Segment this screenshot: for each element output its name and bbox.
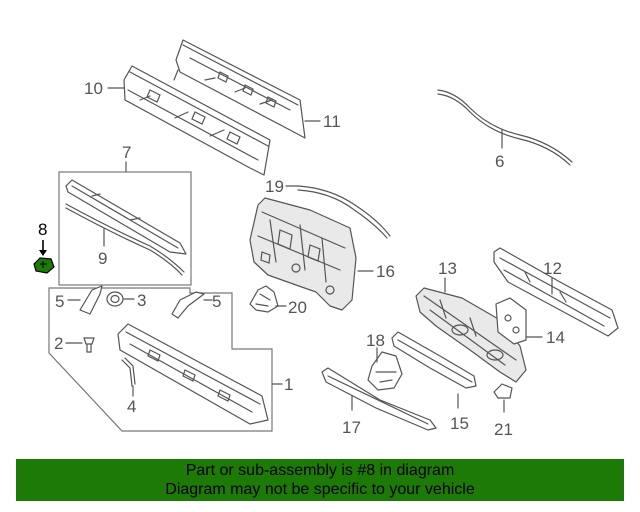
- part-20-bracket[interactable]: [249, 285, 279, 313]
- part-11-cowl-panel[interactable]: [173, 39, 306, 139]
- part-8-clip[interactable]: [33, 257, 55, 274]
- part-8-clip-detail: [40, 261, 47, 268]
- footer-line-2: Diagram may not be specific to your vehi…: [165, 481, 475, 498]
- group-7-frame: [58, 171, 192, 286]
- part-17-bar[interactable]: [321, 367, 437, 431]
- label-20: 20: [288, 298, 307, 317]
- part-9-panel[interactable]: [65, 179, 187, 276]
- part-5a-bracket[interactable]: [79, 285, 103, 315]
- label-18: 18: [366, 331, 385, 350]
- part-19-strip[interactable]: [297, 185, 391, 237]
- part-13-panel[interactable]: [415, 287, 527, 383]
- part-14-bracket[interactable]: [495, 297, 527, 345]
- part-3-grommet[interactable]: [106, 291, 124, 307]
- label-11: 11: [323, 112, 341, 131]
- arrow-8: [39, 250, 47, 256]
- label-5a: 5: [55, 292, 64, 311]
- label-6: 6: [495, 152, 504, 171]
- part-12-panel[interactable]: [493, 247, 619, 337]
- part-19-strip-edge: [297, 189, 388, 239]
- label-2: 2: [54, 334, 63, 353]
- part-4-seal[interactable]: [121, 359, 133, 387]
- label-21: 21: [494, 420, 513, 439]
- part-2-clip[interactable]: [83, 337, 95, 353]
- label-8: 8: [38, 220, 47, 239]
- label-17: 17: [342, 418, 361, 437]
- part-10-cowl-panel[interactable]: [123, 65, 271, 176]
- part-4-seal-edge: [124, 357, 136, 385]
- part-5b-bracket[interactable]: [171, 291, 205, 319]
- label-19: 19: [265, 177, 284, 196]
- part-15-bar[interactable]: [391, 331, 477, 389]
- part-1-cowl-panel[interactable]: [117, 323, 269, 425]
- label-5b: 5: [212, 292, 221, 311]
- footer-banner: Part or sub-assembly is #8 in diagram Di…: [16, 459, 624, 501]
- part-6-seal-edge: [437, 93, 571, 166]
- label-14: 14: [546, 328, 565, 347]
- part-6-seal[interactable]: [437, 89, 573, 163]
- footer-line-1: Part or sub-assembly is #8 in diagram: [185, 462, 455, 479]
- label-12: 12: [543, 259, 562, 278]
- label-4: 4: [127, 397, 136, 416]
- label-10: 10: [84, 79, 103, 98]
- label-9: 9: [98, 249, 107, 268]
- label-15: 15: [450, 414, 469, 433]
- label-3: 3: [137, 291, 146, 310]
- part-18-bracket[interactable]: [367, 351, 403, 391]
- label-16: 16: [376, 262, 395, 281]
- label-13: 13: [438, 259, 457, 278]
- label-7: 7: [122, 143, 131, 162]
- group-1-frame: [48, 287, 273, 432]
- label-1: 1: [284, 375, 293, 394]
- part-21-bracket[interactable]: [493, 383, 513, 399]
- part-16-dash-panel[interactable]: [249, 197, 357, 311]
